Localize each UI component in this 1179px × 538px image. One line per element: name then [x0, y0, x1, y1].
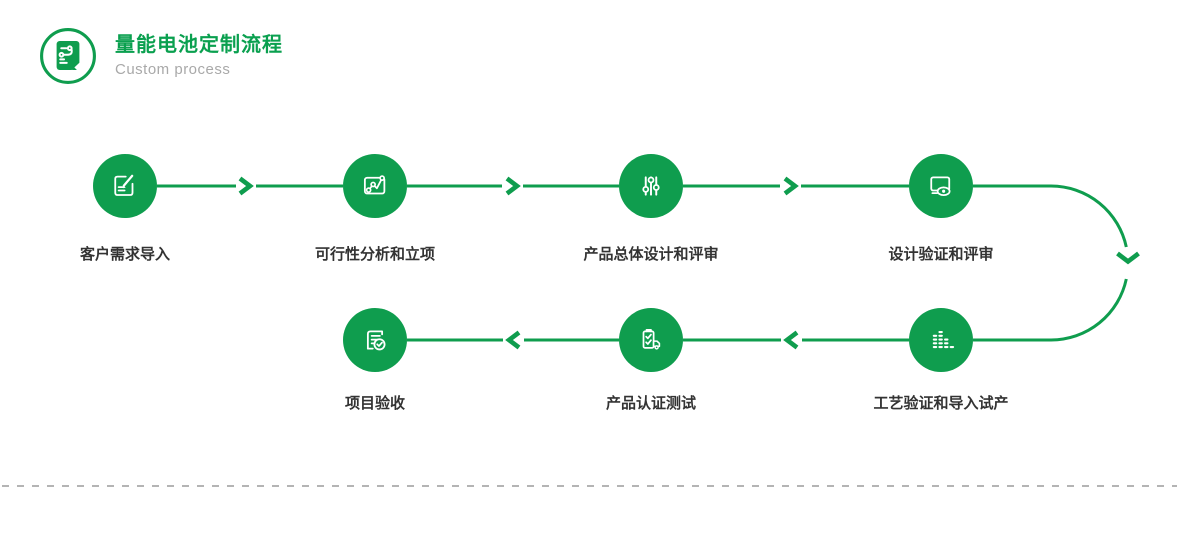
step-circle-3 — [619, 154, 683, 218]
step-label-1: 客户需求导入 — [79, 246, 170, 263]
monitor-eye-icon — [930, 176, 951, 197]
line-chart-icon — [363, 175, 386, 195]
step-label-3: 产品总体设计和评审 — [583, 246, 719, 263]
certification-check-icon — [642, 329, 661, 350]
process-document-icon — [40, 28, 96, 84]
step-circle-6 — [619, 308, 683, 372]
arrow-down-icon — [1116, 251, 1140, 265]
step-label-5: 工艺验证和导入试产 — [873, 395, 1009, 412]
header: 量能电池定制流程 Custom process — [39, 27, 283, 85]
step-label-7: 项目验收 — [344, 395, 405, 412]
connector-arc-top — [973, 184, 1128, 248]
equalizer-bars-icon — [932, 331, 955, 349]
step-circle-4 — [909, 154, 973, 218]
step-label-4: 设计验证和评审 — [888, 246, 994, 263]
arrow-right-icon — [783, 176, 799, 196]
arrow-right-icon — [505, 176, 521, 196]
step-circle-7 — [343, 308, 407, 372]
sliders-icon — [642, 176, 660, 196]
header-titles: 量能电池定制流程 Custom process — [115, 27, 283, 78]
page-title: 量能电池定制流程 — [115, 34, 283, 56]
connector-arc-bottom — [973, 278, 1128, 342]
step-label-6: 产品认证测试 — [605, 395, 696, 412]
arrow-left-icon — [783, 330, 799, 350]
step-circle-1 — [93, 154, 157, 218]
step-label-2: 可行性分析和立项 — [314, 246, 435, 263]
document-approved-icon — [366, 330, 386, 351]
arrow-left-icon — [505, 330, 521, 350]
step-circle-5 — [909, 308, 973, 372]
arrow-right-icon — [238, 176, 254, 196]
edit-document-icon — [114, 174, 134, 196]
step-circle-2 — [343, 154, 407, 218]
page-subtitle: Custom process — [115, 61, 231, 78]
